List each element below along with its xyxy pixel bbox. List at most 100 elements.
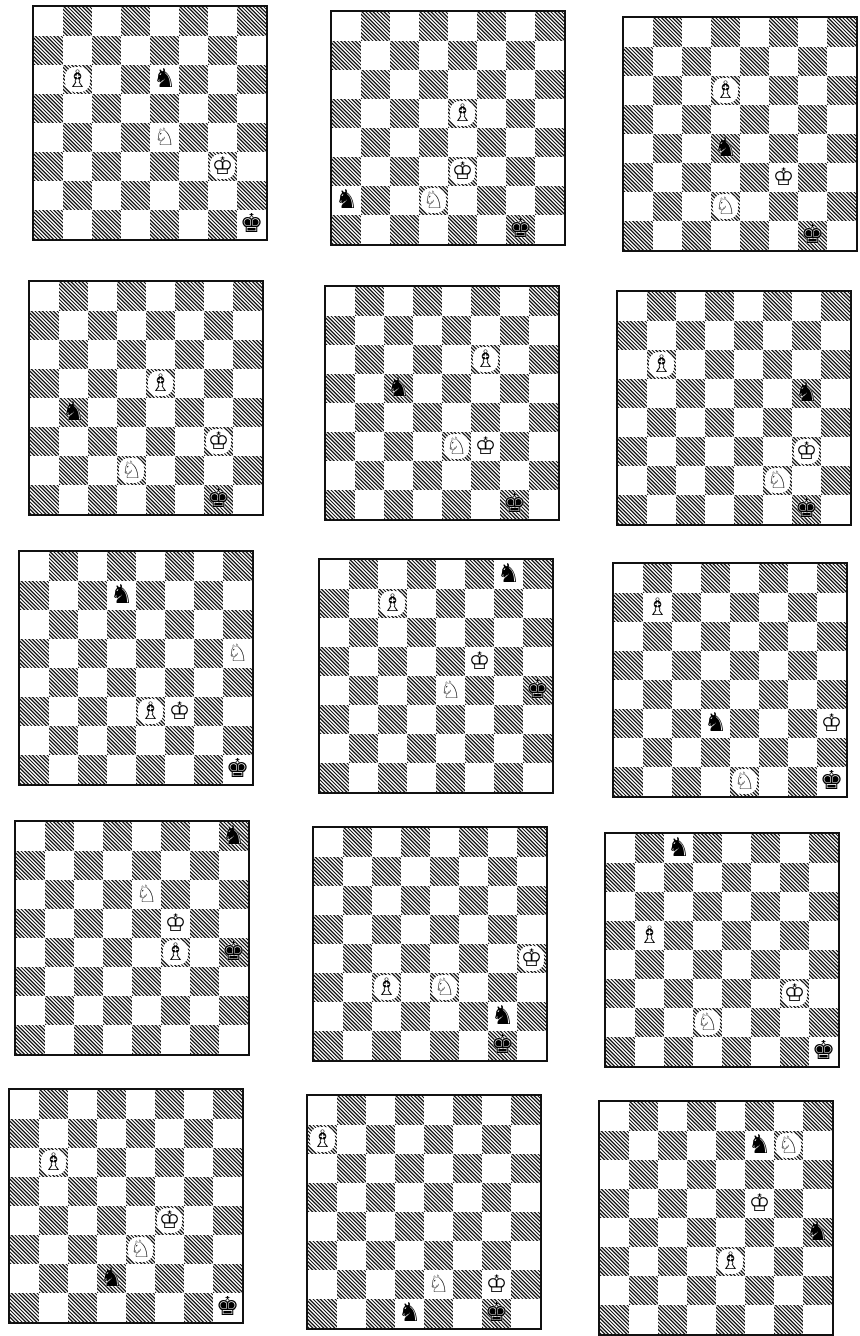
board-square (453, 1154, 482, 1183)
board-square: ♘ (442, 432, 471, 461)
board-square (506, 99, 535, 128)
board-square (523, 705, 552, 734)
board-square (92, 123, 121, 152)
board-square (361, 99, 390, 128)
board-square (361, 70, 390, 99)
white-king-icon: ♔ (819, 711, 844, 736)
board-square (788, 622, 817, 651)
board-square (745, 1160, 774, 1189)
board-square (459, 1002, 488, 1031)
board-square: ♗ (308, 1125, 337, 1154)
board-square (448, 186, 477, 215)
board-square (208, 123, 237, 152)
board-square (401, 1031, 430, 1060)
board-square (803, 1102, 832, 1131)
board-square (624, 18, 653, 47)
board-square (676, 408, 705, 437)
board-square (430, 1002, 459, 1031)
board-square: ♗ (146, 369, 175, 398)
board-square (517, 973, 546, 1002)
board-square (792, 321, 821, 350)
board-square (74, 996, 103, 1025)
board-square (448, 128, 477, 157)
board-square (175, 340, 204, 369)
board-square (161, 996, 190, 1025)
black-knight-icon: ♞ (59, 398, 88, 427)
board-square (459, 1031, 488, 1060)
board-square (337, 1096, 366, 1125)
board-square (161, 880, 190, 909)
board-square (223, 697, 252, 726)
black-king-icon: ♚ (817, 767, 846, 796)
board-square (204, 340, 233, 369)
board-square (20, 610, 49, 639)
board-square (92, 94, 121, 123)
chess-board: ♗♞♔♘♚ (616, 290, 852, 526)
white-bishop-icon: ♗ (637, 923, 662, 948)
board-square (430, 857, 459, 886)
board-square (751, 1008, 780, 1037)
board-square (155, 1177, 184, 1206)
board-square (314, 944, 343, 973)
board-square (136, 552, 165, 581)
board-square (664, 863, 693, 892)
white-knight-icon: ♘ (134, 882, 159, 907)
board-square (349, 618, 378, 647)
board-square (672, 564, 701, 593)
board-square (788, 564, 817, 593)
board-square (184, 1264, 213, 1293)
board-square (734, 321, 763, 350)
white-knight-icon: ♘ (119, 458, 144, 483)
board-square (308, 1183, 337, 1212)
board-square (769, 18, 798, 47)
board-square (682, 163, 711, 192)
board-square (635, 1008, 664, 1037)
board-square (107, 755, 136, 784)
board-square (223, 726, 252, 755)
board-square (103, 1025, 132, 1054)
board-square (343, 944, 372, 973)
board-square (523, 763, 552, 792)
board-square (337, 1183, 366, 1212)
board-square (20, 726, 49, 755)
board-square (751, 834, 780, 863)
board-square: ♗ (39, 1148, 68, 1177)
white-king-icon: ♔ (467, 649, 492, 674)
board-square (535, 186, 564, 215)
board-square (722, 921, 751, 950)
board-square (155, 1235, 184, 1264)
board-square (740, 76, 769, 105)
board-square (161, 1025, 190, 1054)
board-square (763, 437, 792, 466)
board-square (45, 909, 74, 938)
board-square (219, 909, 248, 938)
board-square (535, 157, 564, 186)
board-square (780, 1037, 809, 1066)
board-square (624, 47, 653, 76)
board-square (320, 560, 349, 589)
board-square (390, 41, 419, 70)
board-square: ♚ (213, 1293, 242, 1322)
board-square (419, 215, 448, 244)
board-square (436, 560, 465, 589)
board-square (624, 221, 653, 250)
board-square (827, 76, 856, 105)
board-square (88, 398, 117, 427)
board-square (88, 427, 117, 456)
board-square (500, 432, 529, 461)
board-square (759, 709, 788, 738)
white-king-icon: ♔ (167, 699, 192, 724)
board-square (126, 1090, 155, 1119)
black-king-icon: ♚ (204, 485, 233, 514)
board-square (821, 292, 850, 321)
board-square (146, 427, 175, 456)
board-square (184, 1235, 213, 1264)
board-square (511, 1096, 540, 1125)
board-square (676, 466, 705, 495)
board-square (314, 1002, 343, 1031)
board-square (88, 369, 117, 398)
board-square (132, 851, 161, 880)
board-square (511, 1183, 540, 1212)
board-square (343, 828, 372, 857)
board-square (39, 1206, 68, 1235)
